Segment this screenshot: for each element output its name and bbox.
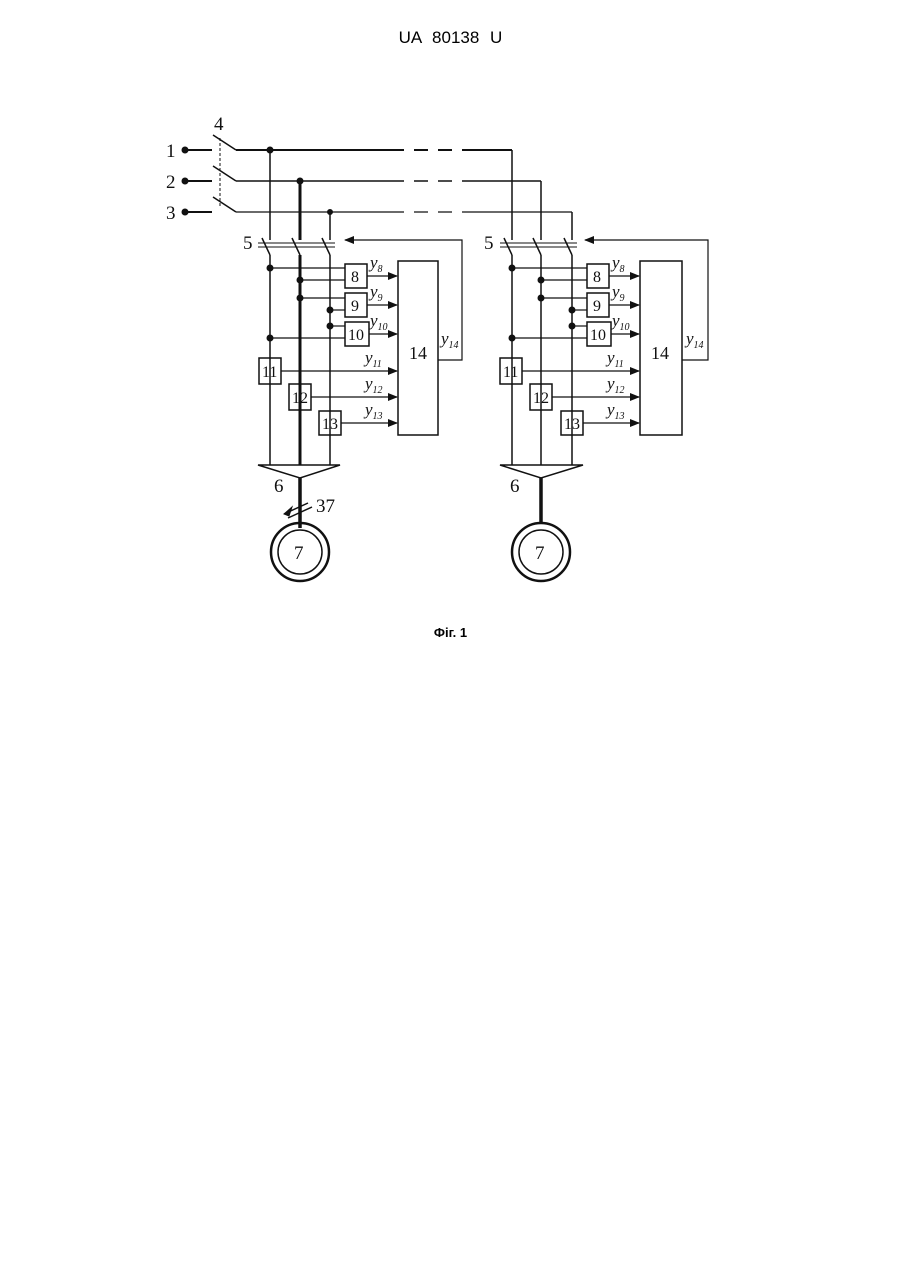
- motor-label: 7: [294, 543, 304, 564]
- signal-label-y14: y14: [684, 329, 704, 351]
- signal-label-y14: y14: [439, 329, 459, 351]
- controller-label: 14: [409, 343, 427, 363]
- box-label-11: 11: [262, 364, 277, 381]
- signal-label-y8: y8: [368, 253, 383, 275]
- signal-label-y9: y9: [610, 282, 625, 304]
- rectifier-6: [258, 465, 340, 478]
- controller-label: 14: [651, 343, 669, 363]
- switch-label: 5: [484, 233, 494, 254]
- box-label-12: 12: [533, 390, 549, 407]
- motor-label: 7: [535, 543, 545, 564]
- figure-caption: Фіг. 1: [0, 625, 901, 640]
- box-label-9: 9: [593, 298, 601, 315]
- rectifier-label: 6: [510, 476, 520, 497]
- box-label-8: 8: [593, 269, 601, 286]
- signal-label-y13: y13: [363, 400, 383, 422]
- box-label-13: 13: [564, 416, 580, 433]
- signal-label-y11: y11: [363, 348, 382, 370]
- signal-label-y9: y9: [368, 282, 383, 304]
- drive-unit-1: 5 8 9 10 11 12 13 14 y8 y9 y10 y11 y12 y…: [243, 233, 462, 581]
- breaker-label: 4: [214, 114, 224, 135]
- box-label-12: 12: [292, 390, 308, 407]
- signal-label-y12: y12: [605, 374, 625, 396]
- terminal-3-label: 3: [166, 203, 176, 224]
- rectifier-label: 6: [274, 476, 284, 497]
- box-label-9: 9: [351, 298, 359, 315]
- terminal-1-label: 1: [166, 141, 176, 162]
- signal-label-y8: y8: [610, 253, 625, 275]
- signal-label-y11: y11: [605, 348, 624, 370]
- main-feed: [182, 135, 572, 240]
- box-label-11: 11: [503, 364, 518, 381]
- terminal-2-label: 2: [166, 172, 176, 193]
- fault-label: 37: [316, 496, 335, 517]
- signal-label-y10: y10: [368, 311, 388, 333]
- switch-label: 5: [243, 233, 253, 254]
- box-label-13: 13: [322, 416, 338, 433]
- breaker-4-blade: [213, 135, 236, 150]
- signal-label-y13: y13: [605, 400, 625, 422]
- box-label-10: 10: [590, 327, 606, 344]
- signal-label-y12: y12: [363, 374, 383, 396]
- signal-label-y10: y10: [610, 311, 630, 333]
- drive-unit-2: 5 8 9 10 11 12 13 14 y8 y9 y10 y11 y12 y…: [484, 233, 708, 581]
- box-label-10: 10: [348, 327, 364, 344]
- box-label-8: 8: [351, 269, 359, 286]
